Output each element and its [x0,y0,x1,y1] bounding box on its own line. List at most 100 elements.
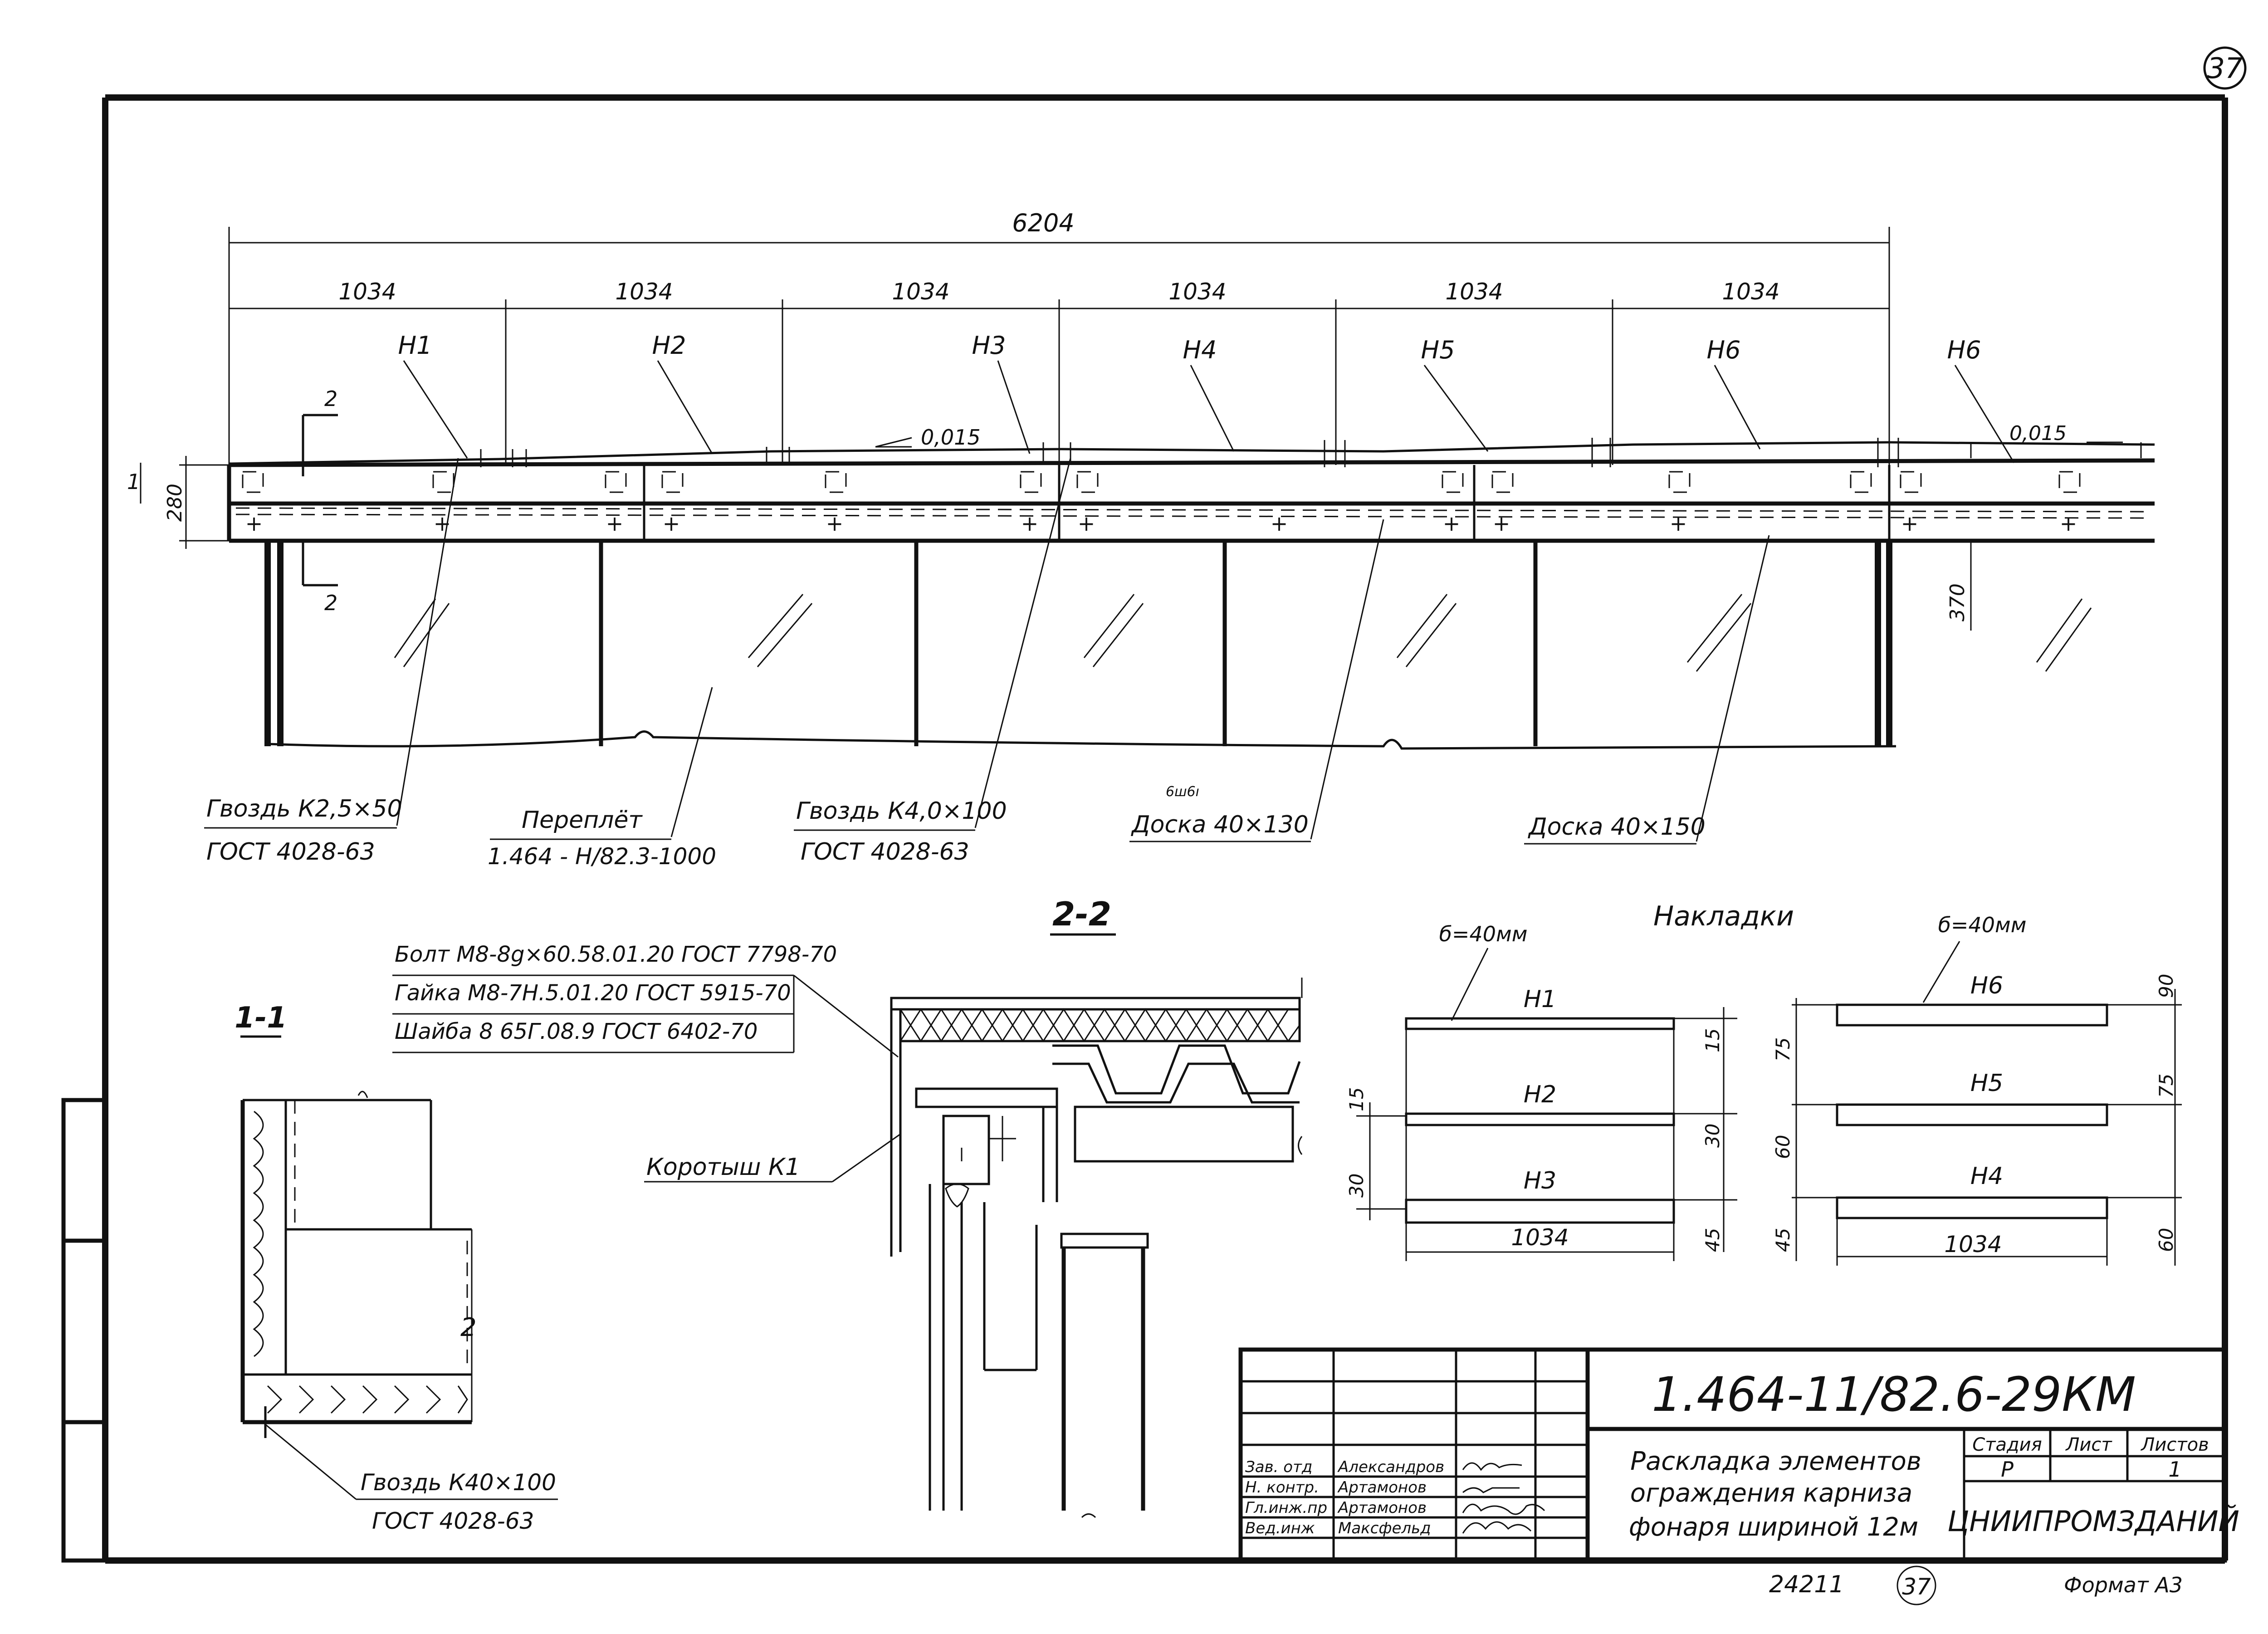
slope-left: 0,015 [921,425,981,450]
k1-label: Коротыш К1 [646,1154,800,1181]
callout-board-130: 6ш6ı Доска 40×130 [1129,519,1384,842]
nakladki-title: Накладки [1653,900,1794,932]
callout-nail-k40-line2: ГОСТ 4028-63 [801,838,969,866]
section-2-2-title: 2-2 [1052,895,1111,933]
plate-label-h1: H1 [398,331,432,360]
sheet-label: Лист [2065,1434,2112,1455]
dim-height-right: 370 [1946,583,1969,621]
sheet-number: 37 [2207,52,2243,85]
svg-text:+: + [1271,511,1288,536]
role-3: Гл.инж.пр [1245,1499,1327,1517]
sheets-value: 1 [2168,1457,2181,1482]
right-dim-r1: 90 [2155,974,2177,998]
bay-dim-ticks [228,299,1890,465]
svg-text:+: + [1901,511,1919,536]
title-block: 1.464-11/82.6-29КМ Раскладка элементов о… [1238,1347,2239,1563]
right-length-dim: 1034 [1944,1231,2002,1257]
thickness-left: б=40мм [1439,922,1528,946]
spec-bolt: Болт М8-8g×60.58.01.20 ГОСТ 7798-70 [395,942,837,967]
marker-1: 1 [127,470,140,494]
left-dim-l2: 30 [1345,1174,1368,1198]
format-label: Формат А3 [2064,1573,2183,1597]
section-mark-top: 2 [324,386,337,411]
left-plate-h3: Н3 [1524,1167,1556,1194]
plate-label-h3: H3 [972,331,1006,360]
right-dim-r2: 75 [2155,1074,2177,1098]
footer: 24211 37 Формат А3 [1769,1566,2183,1605]
svg-text:+: + [2060,511,2077,536]
left-plate-h2: Н2 [1524,1081,1556,1108]
role-2: Н. контр. [1245,1478,1319,1497]
section-cut-marks: 2 2 [302,386,338,615]
callout-frame-line1: Переплёт [522,807,643,834]
svg-text:+: + [826,511,844,536]
callout-nail-k25-line1: Гвоздь К2,5×50 [206,795,402,822]
svg-text:+: + [1078,511,1095,536]
nail-k40-line2: ГОСТ 4028-63 [372,1508,534,1534]
overall-dimension: 6204 [1012,209,1074,237]
nakladki-right-plates: Н6 Н5 Н4 1034 75 60 45 90 75 60 [1772,972,2182,1266]
elevation-view: 6204 1034 1034 1034 1034 1034 1034 [127,209,2155,870]
svg-text:+: + [663,511,680,536]
drawing-code: 1.464-11/82.6-29КМ [1652,1367,2136,1422]
plate-label-h5: H5 [1421,336,1455,364]
svg-text:+: + [1021,511,1039,536]
section-2-2: 2-2 Болт М8-8g×60.58.01.20 ГОСТ 7798-70 … [392,895,1303,1518]
sheet-number-mark: 37 [2203,46,2247,90]
role-4: Вед.инж [1245,1519,1315,1537]
name-4: Максфельд [1338,1519,1431,1537]
plate-label-h6-right: H6 [1947,336,1981,364]
callout-korotysh: Коротыш К1 [644,1133,901,1183]
dim-height-left: 280 [163,484,186,522]
spec-washer: Шайба 8 65Г.08.9 ГОСТ 6402-70 [395,1019,758,1044]
svg-text:+: + [1493,511,1510,536]
right-plate-h4: Н4 [1970,1163,2003,1190]
bay-dim-4: 1034 [1168,279,1226,305]
frame-posts [264,541,1897,750]
callout-board-150-line1: Доска 40×150 [1528,813,1706,841]
callout-board-130-line1: Доска 40×130 [1131,811,1309,838]
right-dim-l1: 75 [1772,1037,1794,1062]
svg-text:+: + [606,511,624,536]
callout-nail-k40: Гвоздь К4,0×100 ГОСТ 4028-63 [794,458,1071,866]
name-2: Артамонов [1337,1478,1427,1497]
bay-dim-5: 1034 [1445,279,1503,305]
right-plate-h6: Н6 [1970,972,2003,999]
small-note: 6ш6ı [1166,784,1199,800]
title-line-3: фонаря шириной 12м [1629,1512,1918,1542]
role-1: Зав. отд [1245,1458,1312,1476]
stage-value: Р [2001,1457,2014,1482]
right-dim-l2: 60 [1772,1135,1794,1159]
right-dim-l3: 45 [1772,1228,1794,1252]
spec-nut: Гайка М8-7Н.5.01.20 ГОСТ 5915-70 [395,980,791,1006]
left-dim-r1: 15 [1701,1028,1724,1052]
bay-dim-2: 1034 [615,279,673,305]
bay-dim-3: 1034 [892,279,949,305]
glazing-hatches [394,594,2092,672]
svg-text:+: + [245,511,263,536]
thickness-right: б=40мм [1938,913,2027,937]
left-dim-r3: 45 [1701,1228,1724,1252]
name-3: Артамонов [1337,1499,1427,1517]
nakladki-section: Накладки б=40мм б=40мм Н1 Н2 Н3 1034 15 … [1345,900,2182,1266]
organization: ЦНИИПРОМЗДАНИЙ [1947,1504,2239,1538]
signatures [1462,1462,1545,1534]
callout-nail-k25: Гвоздь К2,5×50 ГОСТ 4028-63 [204,458,459,866]
nail-k40-line1: Гвоздь К40×100 [361,1469,556,1496]
frame-members [915,978,1303,1518]
plate-label-h6: H6 [1707,336,1741,364]
stage-label: Стадия [1972,1434,2042,1455]
bay-dim-1: 1034 [338,279,396,305]
name-1: Александров [1337,1458,1444,1476]
callout-frame-line2: 1.464 - Н/82.3-1000 [488,843,716,870]
nakladki-left-plates: Н1 Н2 Н3 1034 15 30 45 15 30 [1345,986,1737,1261]
left-dim-l1: 15 [1345,1087,1368,1111]
bolt-marks [242,471,2081,493]
svg-text:+: + [1443,511,1461,536]
left-length-dim: 1034 [1511,1224,1569,1251]
plate-label-h2: H2 [652,331,686,360]
callout-frame-pereplet: Переплёт 1.464 - Н/82.3-1000 [488,687,716,870]
left-dim-r2: 30 [1701,1124,1724,1148]
callout-board-150: Доска 40×150 [1524,535,1770,845]
